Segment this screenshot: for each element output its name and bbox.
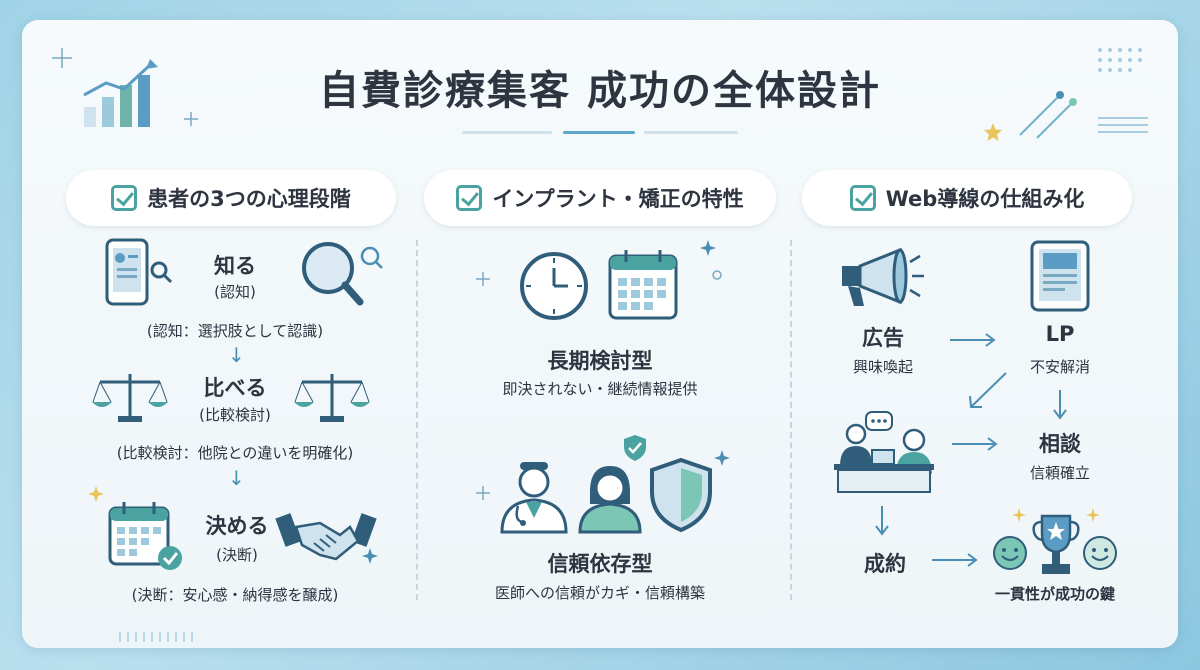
section-heading-label: 患者の3つの心理段階 bbox=[147, 187, 351, 211]
dots-pattern-icon bbox=[119, 632, 193, 642]
arrow-down-icon bbox=[1053, 390, 1067, 420]
arrow-down-icon bbox=[875, 506, 889, 536]
sparkle-icon bbox=[712, 270, 722, 280]
arrow-diagonal-icon bbox=[969, 372, 1007, 408]
flow-ad-sub: 興味喚起 bbox=[852, 358, 913, 376]
calendar-check-icon bbox=[108, 502, 182, 570]
scale-icon bbox=[294, 374, 370, 422]
clock-icon bbox=[520, 252, 588, 320]
arrow-down-icon: ↓ bbox=[228, 466, 245, 490]
trophy-icon bbox=[1032, 514, 1080, 574]
step-decide-sub: (決断) bbox=[216, 546, 258, 564]
checkbox-icon bbox=[456, 185, 483, 211]
flow-lp-sub: 不安解消 bbox=[1029, 358, 1090, 376]
patient-icon bbox=[578, 466, 642, 534]
sparkle-icon bbox=[184, 112, 198, 126]
step-know-title: 知る bbox=[214, 254, 256, 278]
scale-icon bbox=[92, 374, 168, 422]
long-term-type-desc: 即決されない・継続情報提供 bbox=[502, 380, 698, 398]
sparkle-icon bbox=[52, 48, 72, 68]
sparkle-icon bbox=[476, 486, 490, 500]
sparkle-icon bbox=[1086, 508, 1100, 522]
section-heading-label: インプラント・矯正の特性 bbox=[492, 187, 744, 211]
dots-pattern-icon bbox=[1098, 48, 1142, 72]
sparkle-icon bbox=[1012, 508, 1026, 522]
column-divider bbox=[790, 240, 792, 600]
long-term-type-title: 長期検討型 bbox=[547, 349, 653, 373]
smiley-icon bbox=[1083, 536, 1117, 570]
title-rule-center bbox=[563, 131, 635, 134]
calendar-icon bbox=[608, 250, 678, 320]
shield-icon bbox=[650, 457, 712, 533]
sparkle-icon bbox=[700, 240, 716, 256]
lines-icon bbox=[1098, 117, 1148, 133]
growth-chart-icon bbox=[83, 59, 158, 127]
doctor-icon bbox=[500, 462, 568, 534]
shield-check-icon bbox=[624, 435, 646, 461]
smartphone-icon bbox=[105, 238, 173, 306]
trust-type-title: 信頼依存型 bbox=[547, 552, 653, 576]
sparkle-icon bbox=[88, 486, 104, 502]
section-heading-characteristics: インプラント・矯正の特性 bbox=[424, 170, 776, 226]
arrow-down-icon: ↓ bbox=[228, 343, 245, 367]
magnifier-icon bbox=[302, 242, 383, 306]
flow-consult-title: 相談 bbox=[1039, 432, 1081, 456]
arrow-right-icon bbox=[950, 333, 996, 347]
shooting-stars-icon bbox=[1019, 91, 1077, 139]
flow-ad-title: 広告 bbox=[862, 326, 904, 350]
sparkle-icon bbox=[476, 272, 490, 286]
main-card bbox=[22, 20, 1178, 648]
section-heading-label: Web導線の仕組み化 bbox=[885, 187, 1085, 211]
step-compare-sub: (比較検討) bbox=[199, 406, 271, 424]
section-heading-psychology: 患者の3つの心理段階 bbox=[66, 170, 396, 226]
step-decide-note: (決断：安心感・納得感を醸成) bbox=[131, 586, 339, 604]
handshake-icon bbox=[275, 513, 377, 561]
step-know-sub: (認知) bbox=[214, 283, 256, 301]
step-compare-title: 比べる bbox=[203, 376, 267, 400]
title-rule-right bbox=[644, 131, 738, 134]
flow-lp-title: LP bbox=[1045, 322, 1075, 346]
megaphone-icon bbox=[842, 247, 924, 306]
step-know-note: (認知：選択肢として認識) bbox=[146, 322, 324, 340]
flow-contract-title: 成約 bbox=[864, 552, 906, 576]
title-rule-left bbox=[462, 131, 552, 134]
page-title: 自費診療集客 成功の全体設計 bbox=[319, 68, 881, 114]
section-heading-web-flow: Web導線の仕組み化 bbox=[802, 170, 1132, 226]
trust-type-desc: 医師への信頼がカギ・信頼構築 bbox=[494, 584, 705, 602]
step-compare-note: (比較検討：他院との違いを明確化) bbox=[116, 444, 354, 462]
sparkle-icon bbox=[362, 548, 378, 564]
smiley-icon bbox=[993, 536, 1027, 570]
sparkle-icon bbox=[714, 450, 730, 466]
column-divider bbox=[416, 240, 418, 600]
arrow-right-icon bbox=[952, 437, 998, 451]
star-icon bbox=[984, 123, 1002, 141]
arrow-right-icon bbox=[932, 553, 978, 567]
step-decide-title: 決める bbox=[205, 514, 269, 538]
flow-result-label: 一貫性が成功の鍵 bbox=[994, 585, 1115, 603]
consultation-icon bbox=[834, 411, 934, 493]
flow-consult-sub: 信頼確立 bbox=[1029, 464, 1090, 482]
checkbox-icon bbox=[849, 185, 876, 211]
tablet-icon bbox=[1030, 240, 1090, 312]
checkbox-icon bbox=[111, 185, 138, 211]
